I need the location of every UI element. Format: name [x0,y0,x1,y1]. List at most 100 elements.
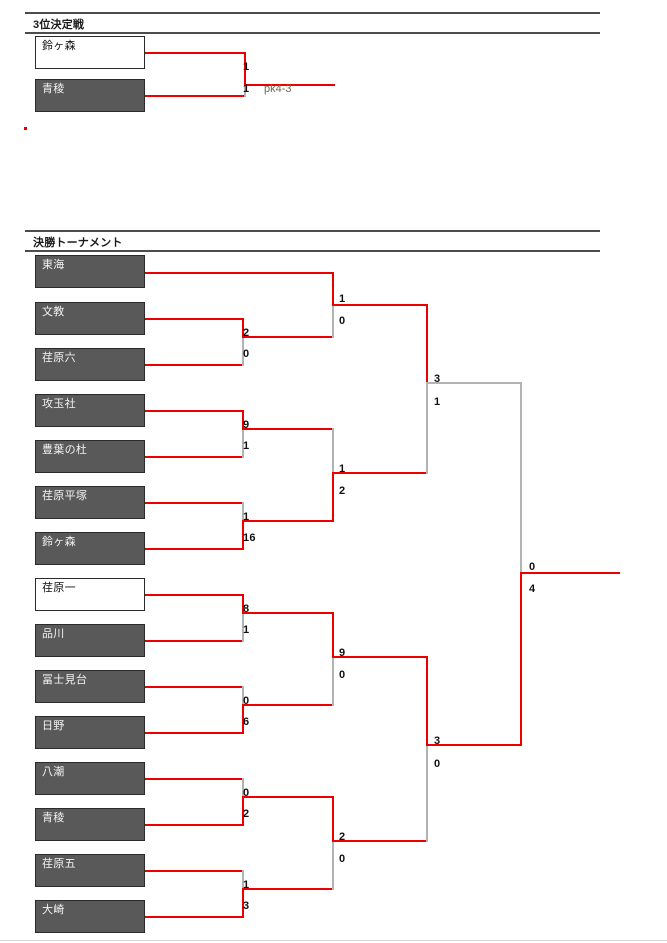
line-r2m2-top-feed [242,428,334,430]
line-r1m6-v-lose [242,778,244,798]
line-r2m1-v-win [332,272,334,304]
footer-rule [0,940,667,941]
score-sf2-bottom: 0 [434,758,441,770]
line-r2m2-v-win [332,472,334,522]
line-r1m4-bottom-feed [145,640,244,642]
team-name: 東海 [42,259,65,271]
score-sf2-top: 3 [434,735,441,747]
line-r1m7-bottom-feed [145,916,244,918]
team-box-ebara1[interactable]: 荏原一 [35,578,145,611]
team-name: 荏原一 [42,582,76,594]
score-r1m5-bottom: 6 [243,716,250,728]
team-box-bunkyo[interactable]: 文教 [35,302,145,335]
score-sf1-bottom: 1 [434,396,441,408]
line-r1m4-v-win [242,594,244,612]
line-r2m3-v-win [332,612,334,658]
team-box-ebarahiratsuka[interactable]: 荏原平塚 [35,486,145,519]
marker-dot [24,127,27,130]
score-r1m4-top: 8 [243,603,250,615]
line-r2m4-bottom-feed [242,888,334,890]
team-name: 豊葉の杜 [42,444,88,456]
line-r1m6-top-feed [145,778,244,780]
score-r1m3-bottom: 16 [243,532,256,544]
line-r2m3-bottom-feed [242,704,334,706]
team-box-suzugamori-3rd[interactable]: 鈴ヶ森 [35,36,145,69]
line-r1m5-v-lose [242,686,244,706]
line-r1m3-bottom-feed [145,548,244,550]
team-name: 青稜 [42,812,65,824]
line-r1m2-v-win [242,410,244,428]
line-r2m1-v-lose [332,304,334,338]
team-box-shinagawa[interactable]: 品川 [35,624,145,657]
score-r1m7-bottom: 3 [243,900,250,912]
score-r2m4-top: 2 [339,831,346,843]
team-box-suzugamori[interactable]: 鈴ヶ森 [35,532,145,565]
score-r1m1-top: 2 [243,327,250,339]
header-rule-bottom [25,32,600,34]
line-r1m2-top-feed [145,410,244,412]
team-box-yashio[interactable]: 八潮 [35,762,145,795]
line-r1m7-v-win [242,888,244,918]
line-third-winner-out [244,84,335,86]
team-name: 日野 [42,720,65,732]
line-third-bottom-feed [145,95,246,97]
line-r1m1-v-win [242,318,244,336]
line-r1m5-bottom-feed [145,732,244,734]
line-third-top-feed [145,52,246,54]
line-sf1-bottom-feed [332,472,428,474]
score-third-top: 1 [243,61,250,73]
line-r1m3-v-lose [242,502,244,522]
score-r1m2-bottom: 1 [243,440,250,452]
line-r1m3-v-win [242,520,244,550]
line-r1m4-top-feed [145,594,244,596]
score-third-pk-note: pk4-3 [264,83,292,95]
section-header-final-tournament: 決勝トーナメント [25,230,600,252]
section-title-third-place: 3位決定戦 [33,19,85,31]
team-box-seiryo-3rd[interactable]: 青稜 [35,79,145,112]
line-final-v-lose [520,382,522,574]
line-sf1-v-lose [426,382,428,474]
line-sf2-v-win [426,656,428,746]
team-box-ebara6[interactable]: 荏原六 [35,348,145,381]
team-box-ebara5[interactable]: 荏原五 [35,854,145,887]
team-box-fujimidai[interactable]: 冨士見台 [35,670,145,703]
team-box-seiryo[interactable]: 青稜 [35,808,145,841]
line-r2m2-v-lose [332,428,334,474]
line-sf1-top-feed [332,304,428,306]
line-sf2-top-feed [332,656,428,658]
team-box-hino[interactable]: 日野 [35,716,145,749]
team-box-osaki[interactable]: 大崎 [35,900,145,933]
line-r1m2-bottom-feed [145,456,244,458]
line-final-top-feed [426,382,522,384]
team-box-tokai[interactable]: 東海 [35,255,145,288]
score-sf1-top: 3 [434,373,441,385]
line-sf2-bottom-feed [332,840,428,842]
line-r1m7-v-lose [242,870,244,890]
line-third-bracket-upper [244,52,246,86]
score-r1m2-top: 9 [243,419,250,431]
team-name: 青稜 [42,83,65,95]
team-box-kogyokusha[interactable]: 攻玉社 [35,394,145,427]
team-name: 荏原六 [42,352,76,364]
line-r2m2-bottom-feed [242,520,334,522]
score-final-bottom: 4 [529,583,536,595]
team-box-hoyonomori[interactable]: 豊葉の杜 [35,440,145,473]
line-r1m6-bottom-feed [145,824,244,826]
line-champion-out [520,572,620,574]
score-r2m1-bottom: 0 [339,315,346,327]
score-r2m2-bottom: 2 [339,485,346,497]
header-rule-top [25,12,600,14]
team-name: 荏原平塚 [42,490,88,502]
line-r1m4-v-lose [242,612,244,642]
score-r1m1-bottom: 0 [243,348,250,360]
score-r1m7-top: 1 [243,879,250,891]
line-r2m4-top-feed [242,796,334,798]
score-final-top: 0 [529,561,536,573]
team-name: 鈴ヶ森 [42,536,76,548]
score-third-bottom: 1 [243,83,250,95]
line-sf2-v-lose [426,744,428,842]
team-name: 冨士見台 [42,674,88,686]
line-r2m4-v-lose [332,840,334,890]
section-title-final-tournament: 決勝トーナメント [33,237,123,249]
